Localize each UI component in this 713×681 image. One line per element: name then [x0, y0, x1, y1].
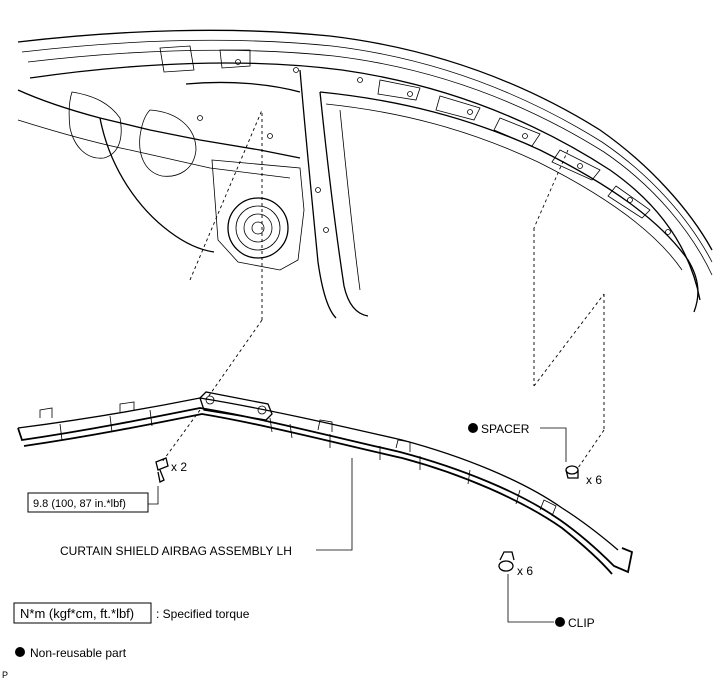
callout-leaders	[148, 427, 567, 623]
vehicle-body-frame	[17, 29, 713, 319]
clip-label: CLIP	[568, 616, 595, 630]
footer-code: P	[2, 670, 8, 680]
spacer-quantity: x 6	[586, 473, 602, 487]
assembly-label: CURTAIN SHIELD AIRBAG ASSEMBLY LH	[60, 544, 292, 558]
legend: N*m (kgf*cm, ft.*lbf) : Specified torque…	[13, 602, 250, 660]
bolt-icon	[155, 457, 169, 483]
legend-nonreusable-text: Non-reusable part	[30, 646, 127, 660]
clip-quantity: x 6	[517, 564, 533, 578]
bolt-quantity: x 2	[171, 460, 187, 474]
legend-torque-units: N*m (kgf*cm, ft.*lbf)	[20, 606, 134, 621]
torque-value: 9.8 (100, 87 in.*lbf)	[33, 498, 126, 510]
legend-nonreusable-dot-icon	[15, 647, 25, 657]
legend-torque-box	[13, 602, 152, 624]
torque-box	[27, 492, 149, 513]
spacer-label: SPACER	[481, 422, 530, 436]
curtain-shield-airbag-assembly	[17, 391, 634, 575]
clip-icon	[498, 551, 515, 572]
clip-nonreusable-dot-icon	[555, 617, 565, 627]
alignment-dashed-lines	[161, 109, 605, 469]
spacer-icon	[565, 465, 579, 479]
legend-torque-text: : Specified torque	[156, 607, 250, 621]
spacer-nonreusable-dot-icon	[468, 423, 478, 433]
